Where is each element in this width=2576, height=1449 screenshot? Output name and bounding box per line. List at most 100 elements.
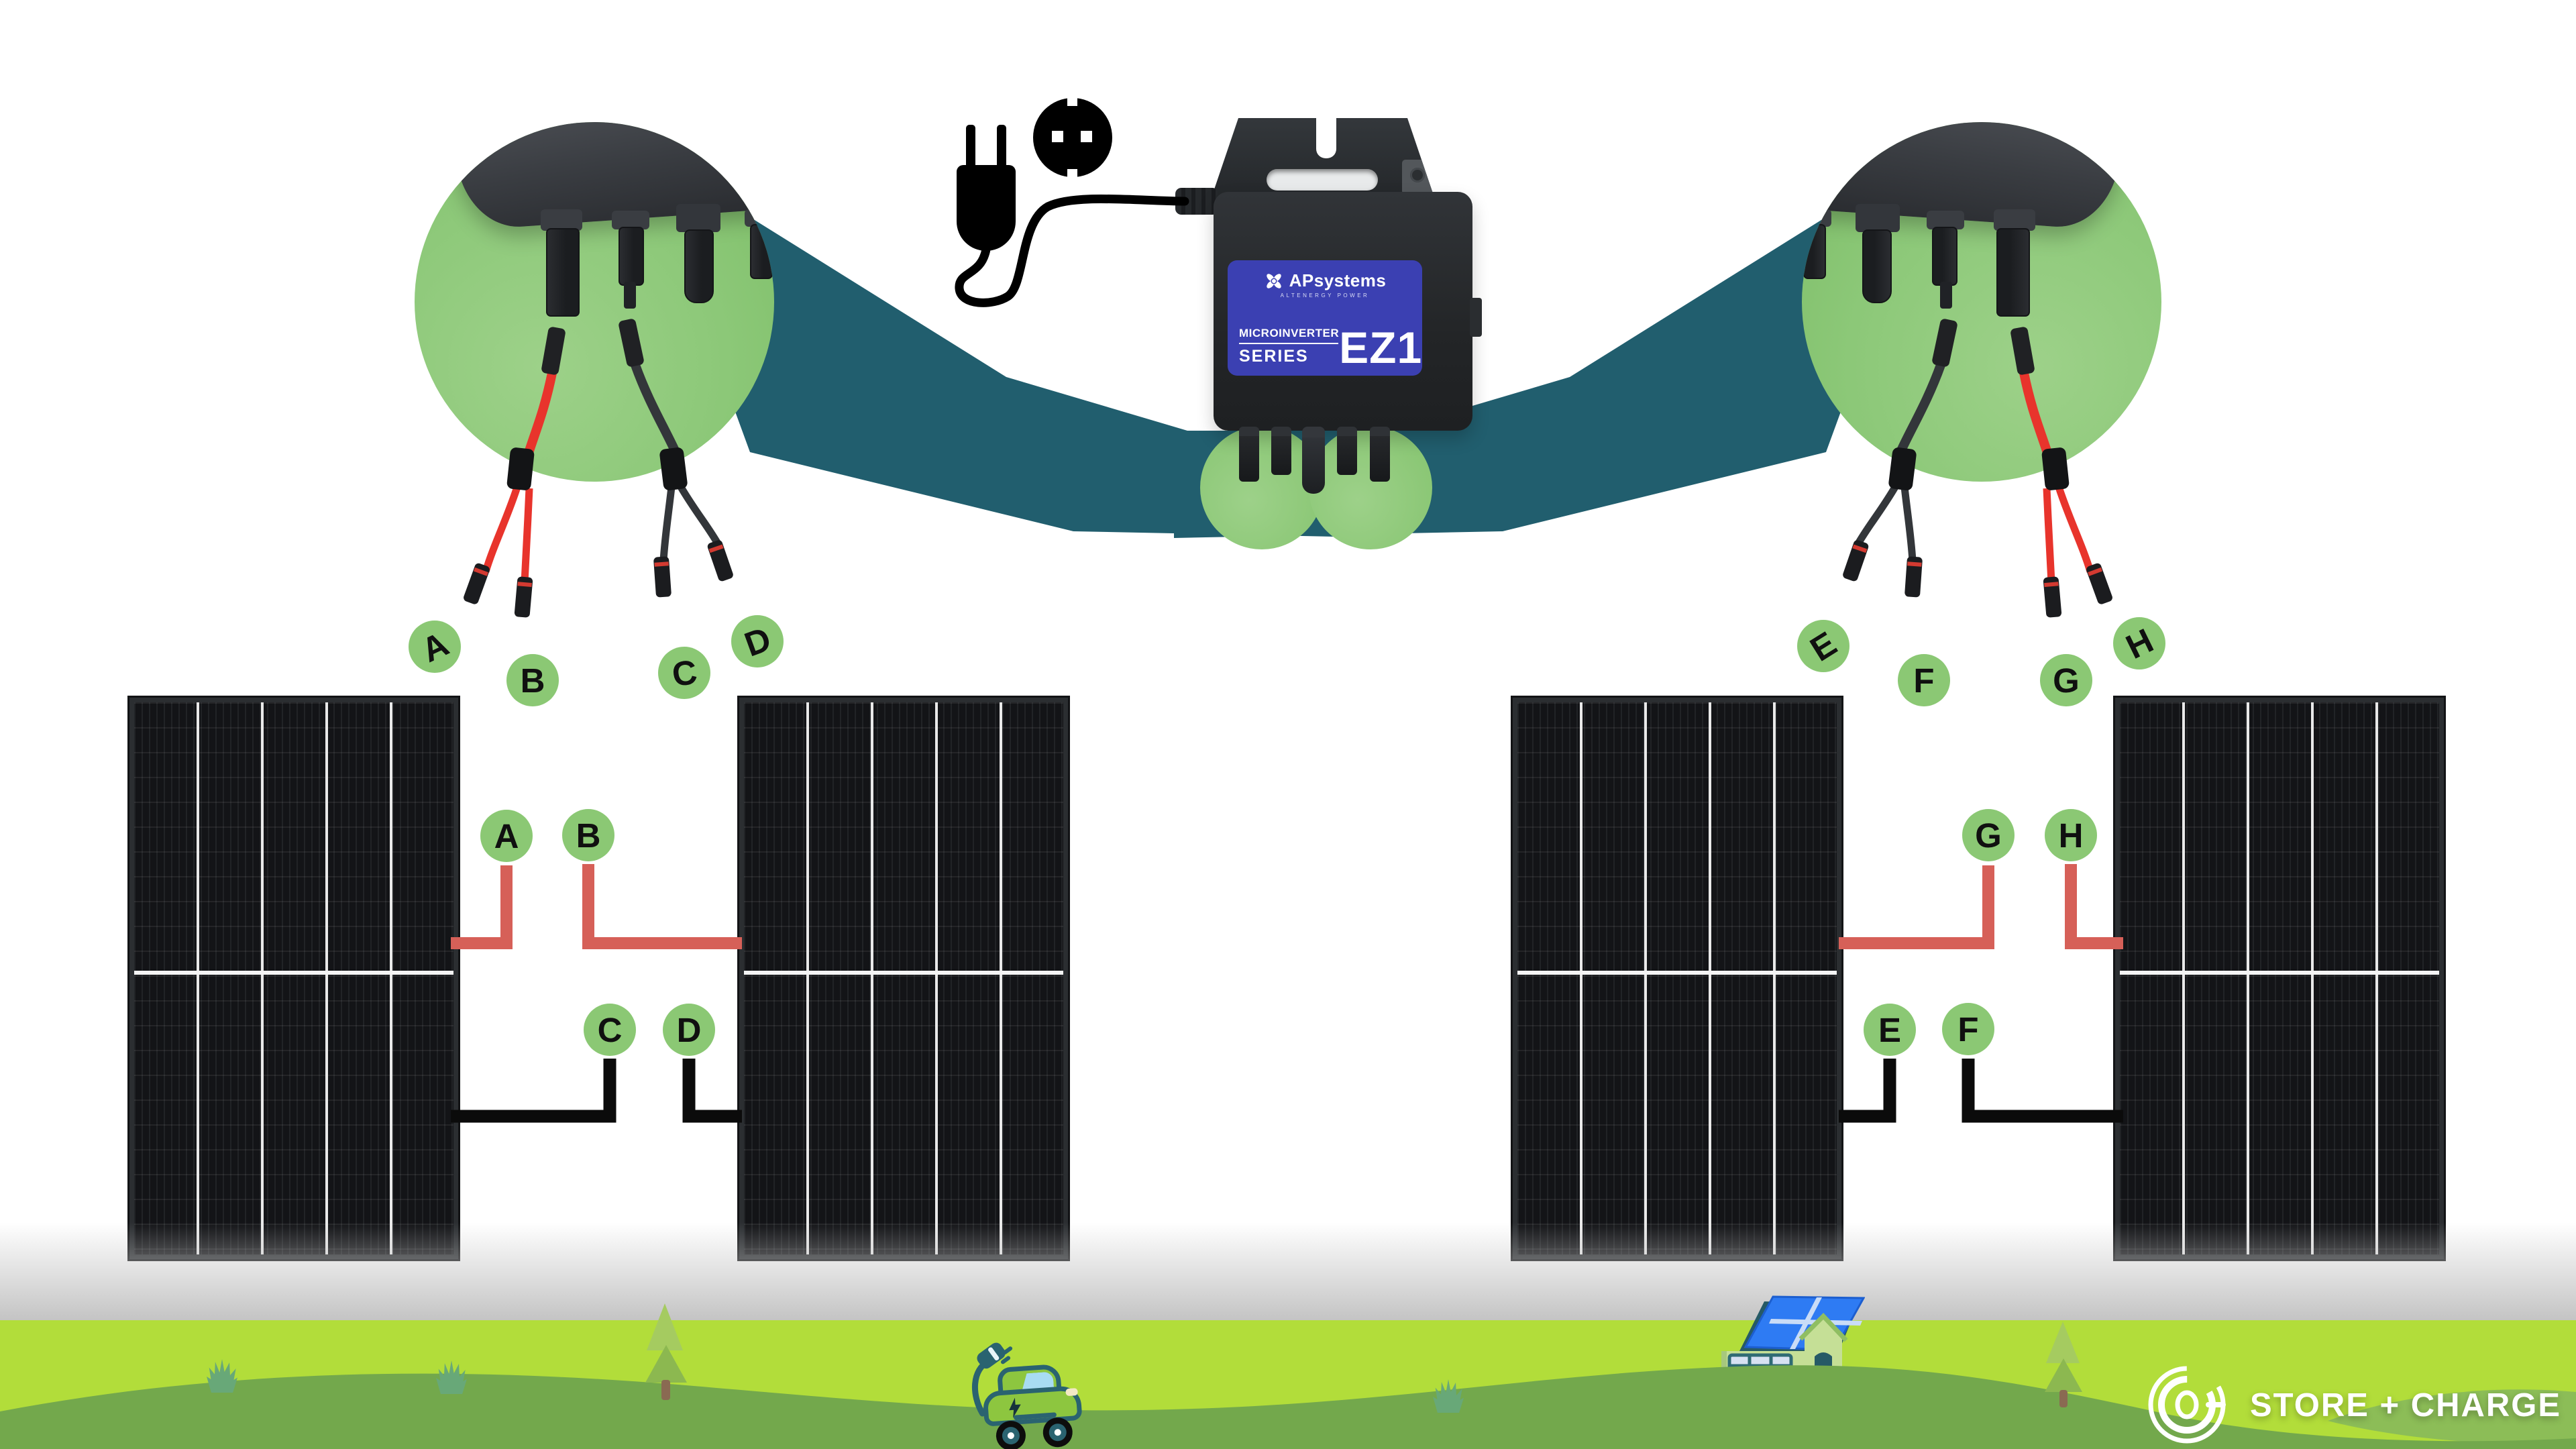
wiring-label-c: C (584, 1004, 636, 1056)
apsystems-logo-icon (1266, 273, 1281, 288)
connector-label-a: A (409, 621, 461, 673)
wire-red-right-h (2065, 864, 2123, 949)
socket-hole (1052, 131, 1063, 142)
label-letter: B (576, 816, 601, 855)
headlight (1065, 1387, 1078, 1397)
connector-label-f: F (1898, 654, 1950, 706)
power-cord (955, 194, 1189, 307)
side-clip (1470, 298, 1482, 337)
wiring-label-e: E (1864, 1004, 1916, 1056)
panel-divider (197, 702, 199, 1254)
mc4-connector-icon (745, 209, 774, 227)
panel-divider (2120, 971, 2439, 975)
panel-cells (2120, 702, 2439, 1254)
label-letter: F (1913, 661, 1935, 700)
footer-shadow-gradient (0, 1222, 2576, 1320)
wire-black-left-d (682, 1059, 742, 1123)
label-letter: H (2058, 816, 2084, 855)
bracket-screw-tab (1402, 160, 1434, 195)
connector-label-e: E (1797, 620, 1849, 672)
wire-red-left-a (451, 865, 513, 949)
socket-icon (1033, 97, 1112, 178)
bracket-notch (1316, 118, 1336, 158)
wire-red-right-g (1839, 865, 1994, 949)
panel-divider (1580, 702, 1582, 1254)
panel-divider (1709, 702, 1711, 1254)
wheel-hub (1007, 1432, 1015, 1440)
panel-divider (935, 702, 938, 1254)
inverter-mount-bracket (1212, 118, 1434, 197)
tree-icon (2045, 1322, 2082, 1407)
panel-divider (134, 971, 453, 975)
hill-main (0, 1365, 2576, 1449)
y-cables-left (464, 319, 733, 618)
ev-car-icon (966, 1340, 1093, 1449)
panel-divider (744, 971, 1063, 975)
label-letter: E (1878, 1010, 1902, 1049)
label-letter: A (494, 816, 519, 855)
panel-cells (744, 702, 1063, 1254)
solar-panel-4 (2113, 696, 2446, 1261)
microinverter: APsystems ALTENERGY POWER MICROINVERTER … (1214, 192, 1482, 431)
logo-text: STORE + CHARGE (2250, 1387, 2562, 1424)
panel-divider (2375, 702, 2378, 1254)
panel-divider (1000, 702, 1002, 1254)
plug-prong (997, 125, 1006, 168)
screw-icon (1410, 168, 1425, 182)
wheel (1042, 1416, 1074, 1448)
model-name: EZ1 (1339, 322, 1423, 372)
wire-black-right-e (1839, 1059, 1896, 1123)
mc4-connector-icon (750, 224, 773, 279)
wiring-label-a: A (480, 810, 533, 862)
panel-divider (2311, 702, 2314, 1254)
tree-foliage (645, 1345, 687, 1383)
tree-foliage (2046, 1322, 2080, 1363)
cable-gland-icon (676, 204, 720, 232)
mc4-connector-icon (612, 211, 649, 229)
wiring-label-g: G (1962, 809, 2015, 861)
panel-divider (2247, 702, 2249, 1254)
wiring-label-h: H (2045, 809, 2097, 861)
zoom-circle-left (415, 122, 774, 482)
panel-cells (1517, 702, 1837, 1254)
inverter-label: APsystems ALTENERGY POWER MICROINVERTER … (1228, 260, 1422, 376)
tree-icon (645, 1303, 687, 1401)
label-letter: G (2053, 661, 2080, 700)
socket-hole (1081, 131, 1092, 142)
plug-icon (957, 165, 1016, 251)
panel-divider (261, 702, 264, 1254)
wheel-rim (1002, 1426, 1020, 1445)
plug-prong (966, 125, 975, 168)
wiring-label-d: D (663, 1004, 715, 1056)
cable-gland-icon (684, 229, 714, 303)
panel-divider (2182, 702, 2185, 1254)
solar-panel-1 (127, 696, 460, 1261)
divider-rule (1239, 343, 1338, 344)
panel-divider (325, 702, 328, 1254)
connector-label-c: C (658, 647, 710, 699)
series-word: SERIES (1239, 347, 1309, 366)
solar-panel-2 (737, 696, 1070, 1261)
label-letter: G (1975, 816, 2002, 855)
panel-divider (871, 702, 873, 1254)
bracket-handle-slot (1267, 169, 1378, 191)
label-letter: D (676, 1010, 702, 1049)
mc4-connector-icon (624, 282, 636, 309)
tree-trunk (661, 1380, 670, 1400)
label-letter: B (520, 661, 545, 700)
wheel-rim (1048, 1423, 1067, 1442)
connector-label-g: G (2040, 654, 2092, 706)
dc-connector-icon (1370, 427, 1390, 482)
panel-cells (134, 702, 453, 1254)
panel-divider (806, 702, 809, 1254)
label-letter: F (1957, 1010, 1979, 1049)
wiring-label-f: F (1942, 1003, 1994, 1055)
wiring-label-b: B (562, 809, 614, 861)
socket-notch (1067, 97, 1077, 106)
hill-light (2328, 1389, 2576, 1449)
label-letter: C (597, 1010, 623, 1049)
dc-connector-icon (1239, 427, 1259, 482)
store-charge-logo: STORE + CHARGE (2145, 1362, 2561, 1449)
